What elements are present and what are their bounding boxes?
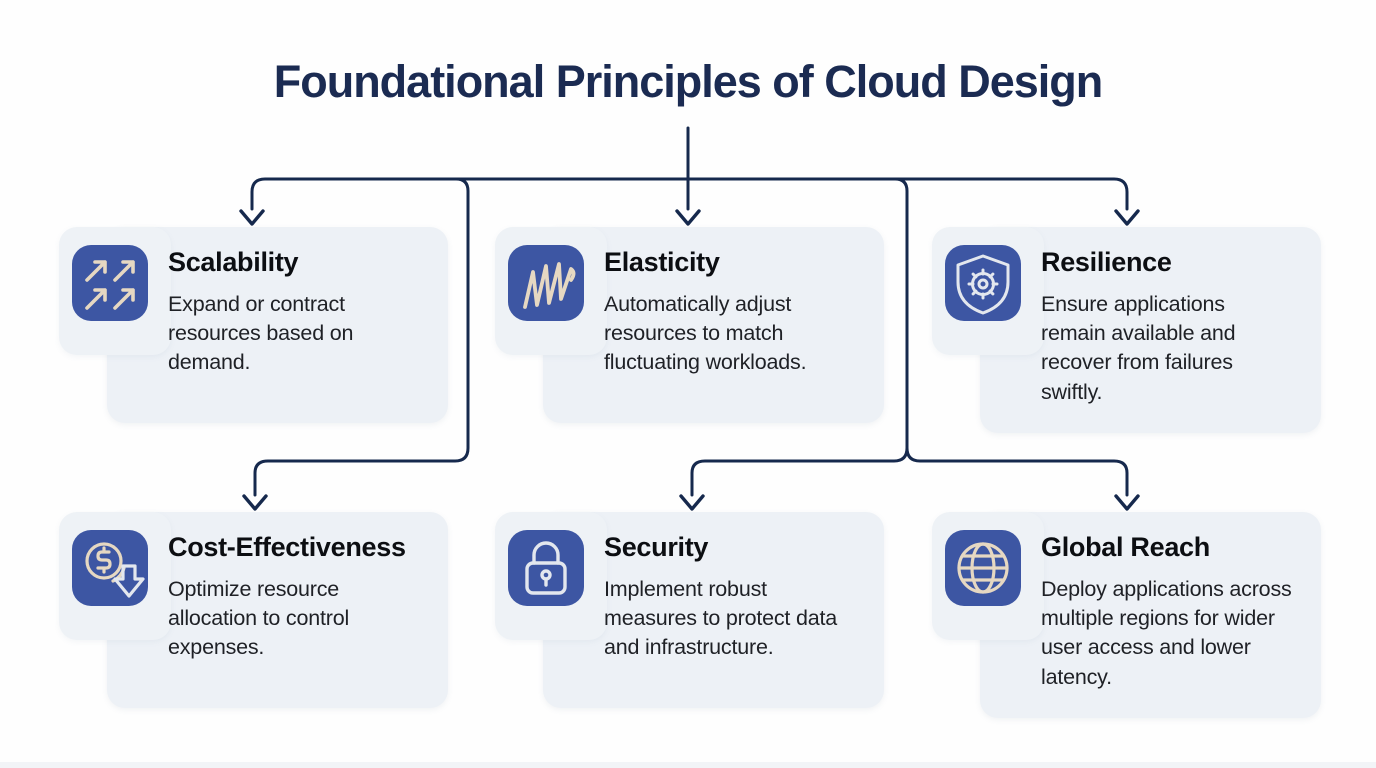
card-title: Cost-Effectiveness (168, 532, 406, 562)
padlock-icon (508, 530, 584, 606)
card-title: Resilience (1041, 247, 1172, 277)
card-description: Deploy applications across multiple regi… (1041, 577, 1292, 689)
card-description: Automatically adjust resources to match … (604, 292, 807, 375)
card-description: Expand or contract resources based on de… (168, 292, 354, 375)
card-cost-effectiveness: Cost-Effectiveness Optimize resource all… (59, 512, 448, 708)
card-title: Scalability (168, 247, 299, 277)
card-global-reach: Global Reach Deploy applications across … (932, 512, 1321, 718)
trending-arrows-icon (72, 245, 148, 321)
card-description: Ensure applications remain available and… (1041, 292, 1236, 404)
card-scalability: Scalability Expand or contract resources… (59, 227, 448, 423)
card-description: Optimize resource allocation to control … (168, 577, 350, 660)
card-security: Security Implement robust measures to pr… (495, 512, 884, 708)
card-title: Elasticity (604, 247, 720, 277)
shield-gear-icon (945, 245, 1021, 321)
card-elasticity: Elasticity Automatically adjust resource… (495, 227, 884, 423)
card-resilience: Resilience Ensure applications remain av… (932, 227, 1321, 433)
page-title: Foundational Principles of Cloud Design (273, 56, 1104, 107)
globe-icon (945, 530, 1021, 606)
card-description: Implement robust measures to protect dat… (604, 577, 838, 660)
dollar-down-arrow-icon (72, 530, 148, 606)
spring-coil-icon (508, 245, 584, 321)
card-title: Security (604, 532, 709, 562)
bottom-edge-strip (0, 762, 1376, 768)
card-title: Global Reach (1041, 532, 1210, 562)
